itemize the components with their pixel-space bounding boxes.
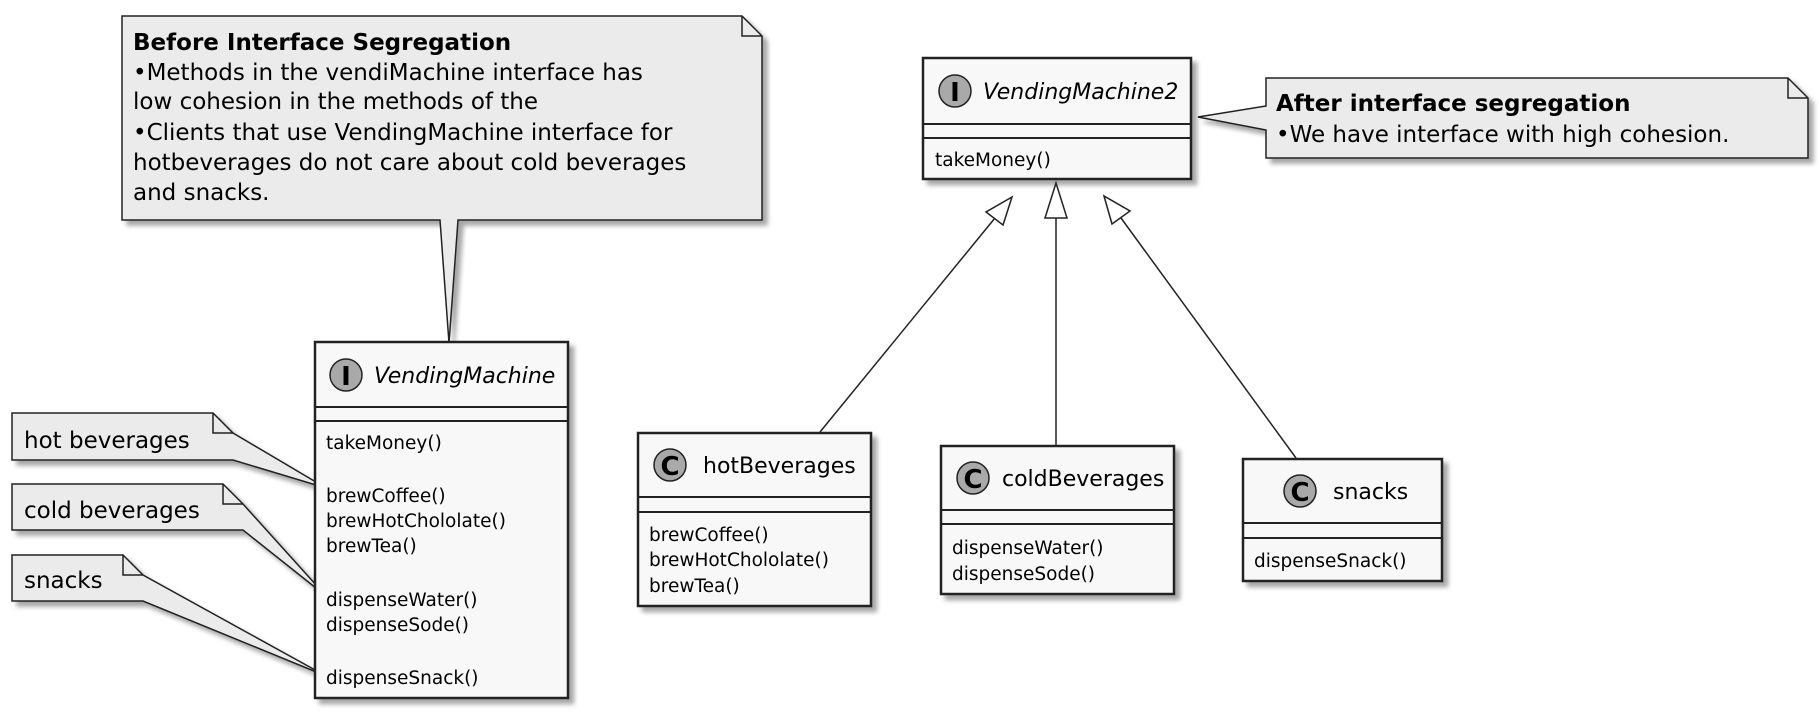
note-cold-label: cold beverages — [24, 498, 200, 524]
method-item: dispenseSode() — [952, 564, 1095, 585]
interface-glyph: I — [950, 78, 960, 108]
class-glyph: C — [1290, 478, 1309, 508]
generalization-cold-to-vm2 — [1043, 180, 1069, 445]
vendingmachine-name: VendingMachine — [374, 364, 555, 389]
class-hotbeverages: C hotBeverages brewCoffee() brewHotCholo… — [636, 431, 873, 608]
method-item: takeMoney() — [326, 433, 442, 454]
method-item: brewTea() — [326, 536, 417, 557]
generalization-snacks-to-vm2 — [1102, 194, 1297, 459]
interface-vendingmachine2: I VendingMachine2 takeMoney() — [921, 56, 1193, 181]
note-hot-beverages: hot beverages — [11, 412, 327, 489]
note-snacks-label: snacks — [24, 568, 103, 594]
class-glyph: C — [660, 452, 679, 482]
method-item: brewCoffee() — [649, 525, 769, 546]
interface-vendingmachine: I VendingMachine takeMoney() brewCoffee(… — [313, 340, 570, 700]
class-snacks: C snacks dispenseSnack() — [1241, 457, 1444, 583]
note-before-line: and snacks. — [133, 180, 270, 206]
class-coldbeverages: C coldBeverages dispenseWater() dispense… — [939, 444, 1176, 596]
method-item: dispenseWater() — [326, 590, 478, 611]
method-item: brewCoffee() — [326, 486, 446, 507]
method-item: brewTea() — [649, 576, 740, 597]
note-after-segregation: After interface segregation •We have int… — [1197, 77, 1809, 159]
method-item: dispenseSnack() — [1254, 551, 1407, 572]
method-item: dispenseSnack() — [326, 668, 479, 689]
note-hot-label: hot beverages — [24, 428, 190, 454]
method-item: dispenseSode() — [326, 615, 469, 636]
note-before-line: hotbeverages do not care about cold beve… — [133, 150, 686, 176]
note-before-title: Before Interface Segregation — [133, 30, 511, 56]
coldbeverages-name: coldBeverages — [1002, 467, 1164, 492]
snacks-name: snacks — [1333, 480, 1408, 505]
class-glyph: C — [963, 465, 982, 495]
note-before-segregation: Before Interface Segregation •Methods in… — [121, 15, 763, 344]
vendingmachine2-name: VendingMachine2 — [983, 80, 1178, 105]
note-after-line: •We have interface with high cohesion. — [1276, 122, 1729, 148]
method-item: brewHotChololate() — [326, 511, 506, 532]
method-item: takeMoney() — [935, 150, 1051, 171]
note-before-line: •Clients that use VendingMachine interfa… — [133, 120, 673, 146]
note-after-title: After interface segregation — [1276, 91, 1630, 117]
method-item: brewHotChololate() — [649, 550, 829, 571]
note-before-line: low cohesion in the methods of the — [133, 89, 538, 115]
hotbeverages-name: hotBeverages — [703, 454, 856, 479]
generalization-hot-to-vm2 — [819, 195, 1014, 433]
interface-glyph: I — [341, 362, 351, 392]
note-before-line: •Methods in the vendiMachine interface h… — [133, 60, 643, 86]
method-item: dispenseWater() — [952, 538, 1104, 559]
note-snacks: snacks — [11, 554, 327, 677]
